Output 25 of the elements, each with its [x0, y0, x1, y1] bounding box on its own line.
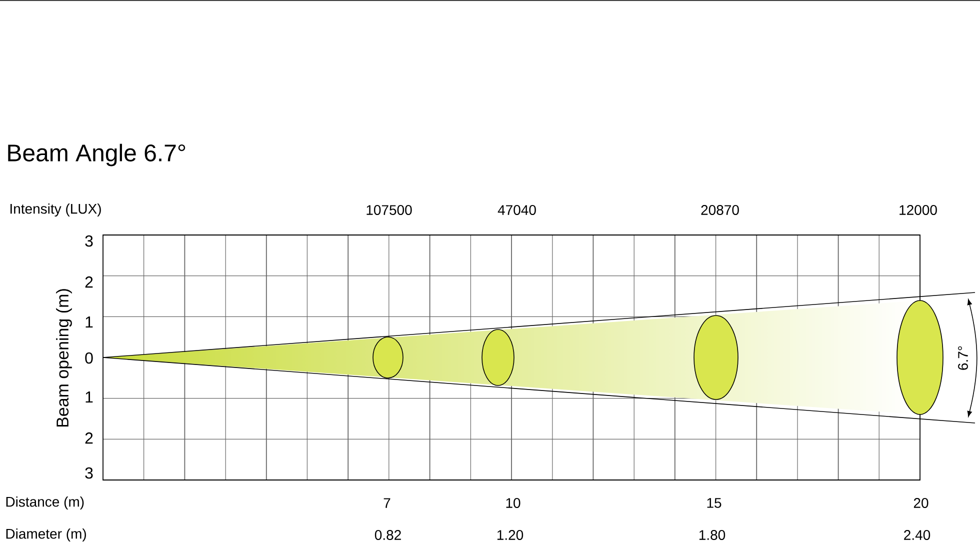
value-label: 1.20 [497, 530, 524, 540]
value-label: 0.82 [374, 530, 401, 540]
value-label: 10 [506, 498, 520, 508]
value-label: 0 [85, 352, 93, 364]
value-label: 3 [85, 235, 93, 247]
angle-label: 6.7° [958, 346, 968, 370]
value-label: 3 [85, 467, 93, 479]
value-label: 15 [707, 498, 722, 508]
value-label: 1.80 [699, 530, 726, 540]
value-label: 2 [85, 432, 93, 444]
value-label: 12000 [900, 205, 937, 215]
value-label: 2 [85, 276, 93, 288]
value-label: 107500 [366, 205, 412, 215]
axis-label: Beam opening (m) [56, 289, 72, 427]
value-label: 2.40 [904, 530, 930, 540]
axis-label: Intensity (LUX) [10, 203, 101, 217]
value-label: 20 [914, 498, 928, 508]
value-label: 20870 [701, 205, 739, 215]
value-label: 1 [86, 316, 93, 328]
value-label: 47040 [498, 205, 536, 215]
axis-label: Diameter (m) [6, 528, 86, 542]
axis-label: Distance (m) [6, 496, 84, 510]
title: Beam Angle 6.7° [8, 144, 186, 166]
value-label: 7 [384, 498, 390, 508]
value-label: 1 [86, 392, 93, 402]
